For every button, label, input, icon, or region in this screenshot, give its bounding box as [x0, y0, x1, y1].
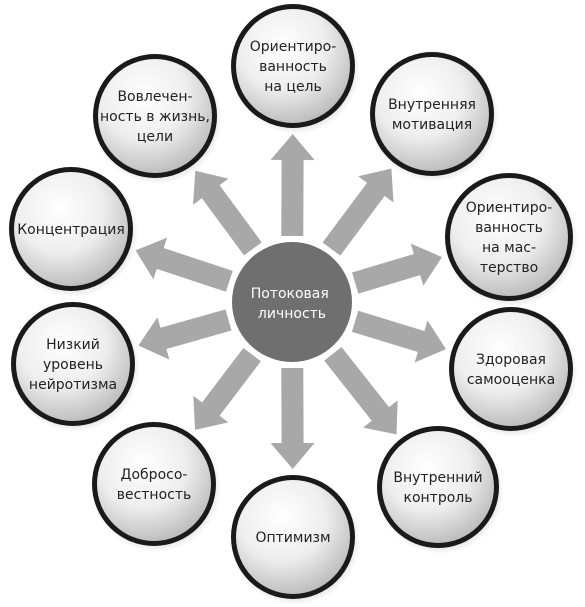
node-low-neuroticism: Низкий уровень нейротизма	[10, 302, 140, 432]
node-label-line: самооценка	[467, 372, 555, 388]
node-label: Оптимизм	[255, 530, 330, 546]
center-circle	[232, 242, 352, 362]
node-label: Концентрация	[17, 222, 125, 238]
node-label: Добросо-вестность	[117, 467, 192, 503]
node-label: Здоровая самооценка	[467, 352, 555, 388]
arrow-healthy-self-esteem	[351, 310, 446, 363]
node-label-line: цели	[137, 129, 173, 145]
node-label: Низкий уровень нейротизма	[29, 337, 117, 393]
node-label-line: мотивация	[392, 117, 472, 133]
node-bubble	[450, 178, 568, 296]
node-label-line: Вовлечен-	[117, 89, 192, 105]
node-orientation-mastery: Ориентиро-ванность на мас-терство	[444, 173, 578, 307]
node-label-line: Внутренняя	[388, 97, 476, 113]
node-bubble	[454, 312, 568, 426]
arrows-layer	[135, 133, 446, 470]
center-node: Потоковая личность	[232, 242, 352, 362]
node-life-involvement: Вовлечен-ность в жизнь, цели	[92, 54, 222, 184]
center-label-line: личность	[258, 306, 326, 322]
node-label-line: на цель	[264, 79, 322, 95]
center-label: Потоковая личность	[251, 286, 334, 322]
node-label: Внутренний контроль	[393, 470, 482, 506]
node-label-line: Концентрация	[17, 222, 125, 238]
node-label: Вовлечен-ность в жизнь, цели	[100, 89, 210, 145]
node-label-line: Внутренний	[393, 470, 482, 486]
node-bubble	[98, 59, 212, 173]
node-label-line: Здоровая	[476, 352, 546, 368]
node-label: Ориентиро-ванность на цель	[250, 39, 337, 95]
arrow-low-neuroticism	[138, 309, 232, 360]
node-label-line: ность в жизнь,	[100, 109, 210, 125]
node-bubble	[14, 172, 128, 286]
arrow-inner-control	[324, 346, 398, 435]
node-label-line: на мас-	[482, 240, 536, 256]
node-inner-control: Внутренний контроль	[376, 426, 504, 554]
node-bubble	[236, 9, 350, 123]
node-label-line: ванность	[259, 59, 327, 75]
node-label: Внутренняя мотивация	[388, 97, 476, 133]
node-optimism: Оптимизм	[230, 475, 360, 605]
arrow-orientation-mastery	[352, 243, 442, 294]
node-healthy-self-esteem: Здоровая самооценка	[448, 307, 578, 437]
node-bubble	[375, 57, 489, 171]
node-label-line: Низкий	[46, 337, 100, 353]
node-label-line: вестность	[117, 487, 192, 503]
node-label-line: Добросо-	[121, 467, 188, 483]
node-label-line: уровень	[43, 357, 103, 373]
node-label-line: нейротизма	[29, 377, 117, 393]
arrow-conscientiousness	[193, 347, 261, 430]
center-label-line: Потоковая	[251, 286, 329, 302]
node-conscientiousness: Добросо-вестность	[91, 422, 221, 552]
node-bubble	[97, 427, 211, 541]
node-bubble	[382, 431, 494, 543]
arrow-concentration	[135, 237, 233, 292]
node-bubble	[16, 307, 130, 421]
node-label: Ориентиро-ванность на мас-терство	[466, 200, 553, 276]
node-label-line: контроль	[404, 490, 473, 506]
arrow-optimism	[270, 367, 315, 470]
arrow-inner-motivation	[322, 168, 394, 256]
arrow-life-involvement	[193, 170, 262, 256]
node-bubble	[236, 480, 350, 594]
node-label-line: Оптимизм	[255, 530, 330, 546]
arrow-orientation-goal	[270, 133, 315, 237]
node-concentration: Концентрация	[8, 167, 138, 297]
node-label-line: Ориентиро-	[250, 39, 337, 55]
node-orientation-goal: Ориентиро-ванность на цель	[230, 4, 360, 134]
node-label-line: терство	[480, 260, 538, 276]
node-label-line: Ориентиро-	[466, 200, 553, 216]
node-label-line: ванность	[475, 220, 543, 236]
node-inner-motivation: Внутренняя мотивация	[369, 52, 499, 182]
